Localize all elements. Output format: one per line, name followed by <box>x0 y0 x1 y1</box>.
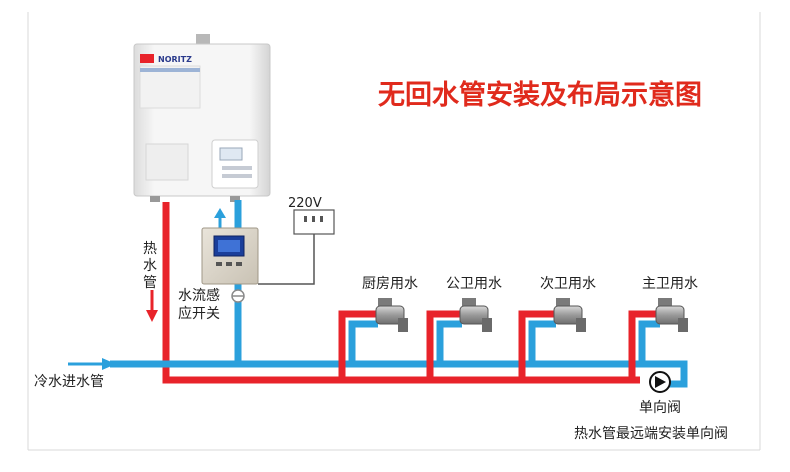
check-valve-arrow <box>655 376 666 388</box>
power-label: 220V <box>288 196 322 211</box>
tap-label-public-bath: 公卫用水 <box>446 276 502 292</box>
tap-second-bath: 次卫用水 <box>540 276 596 332</box>
hot-branch-kitchen <box>338 310 378 380</box>
cold-branch-second-bath <box>528 320 556 364</box>
heater-fitting-right <box>230 196 240 202</box>
tap-label-kitchen: 厨房用水 <box>362 276 418 292</box>
hot-branch-second-bath <box>518 310 556 380</box>
tap-spout <box>398 318 408 332</box>
hot-pipe-label-char-2: 水 <box>143 258 157 274</box>
outlet-pin-2 <box>312 216 315 222</box>
cold-branch-kitchen <box>348 320 378 364</box>
check-valve <box>649 371 671 393</box>
tap-kitchen: 厨房用水 <box>362 276 418 332</box>
check-valve-label: 单向阀 <box>639 400 681 416</box>
outlet-pin-3 <box>320 216 323 222</box>
hot-pipe-label-char-3: 管 <box>143 275 157 291</box>
tap-public-bath: 公卫用水 <box>446 276 502 332</box>
heater-control-panel <box>211 139 259 189</box>
tap-label-master-bath: 主卫用水 <box>642 276 698 292</box>
flow-arrows <box>68 208 226 370</box>
heater-buttons-row-2 <box>222 174 252 178</box>
diagram-title: 无回水管安装及布局示意图 <box>378 79 702 111</box>
tap-spout <box>576 318 586 332</box>
taps: 厨房用水 公卫用水 次卫用水 主卫用水 <box>362 276 698 332</box>
tap-spout <box>482 318 492 332</box>
tap-body <box>655 305 685 325</box>
heater-flue <box>196 34 210 46</box>
tap-master-bath: 主卫用水 <box>642 276 698 332</box>
hot-branch-master-bath <box>628 310 660 380</box>
heater-logo-mark <box>140 54 154 63</box>
heater-fitting-left <box>150 196 160 202</box>
cold-up-arrow-head <box>214 208 226 218</box>
cold-branch-master-bath <box>638 320 660 364</box>
tap-body <box>459 305 489 325</box>
heater-brand: NORITZ <box>158 55 192 64</box>
hot-main-pipe <box>162 202 640 384</box>
tap-body <box>375 305 405 325</box>
tap-body <box>553 305 583 325</box>
flow-switch-label-line-1: 水流感 <box>178 287 220 304</box>
tap-handle <box>462 298 476 306</box>
water-heater: NORITZ <box>133 34 271 202</box>
hot-branch-public-bath <box>426 310 462 380</box>
cold-inlet-arrow-head <box>102 358 116 370</box>
heater-spec-label <box>139 65 201 109</box>
tap-handle <box>658 298 672 306</box>
tap-handle <box>556 298 570 306</box>
check-valve-note: 热水管最远端安装单向阀 <box>574 426 728 442</box>
heater-buttons-row <box>222 166 252 170</box>
flow-switch-controller <box>201 209 335 303</box>
cold-branch-public-bath <box>436 320 462 364</box>
power-cable <box>258 234 315 285</box>
controller-screen-inner <box>218 240 240 252</box>
hot-flow-arrow-head <box>146 310 158 322</box>
controller-key-2 <box>226 262 232 266</box>
tap-spout <box>678 318 688 332</box>
heater-spec-stripe <box>140 68 200 72</box>
heater-sticker <box>145 143 189 181</box>
hot-pipe-label-char-1: 热 <box>143 241 157 257</box>
cold-inlet-label: 冷水进水管 <box>34 374 104 390</box>
tap-label-second-bath: 次卫用水 <box>540 276 596 292</box>
tap-handle <box>378 298 392 306</box>
cold-main-pipe <box>110 360 688 388</box>
flow-switch-label-line-2: 应开关 <box>178 305 220 322</box>
outlet-pin-1 <box>304 216 307 222</box>
controller-key-1 <box>216 262 222 266</box>
controller-key-3 <box>236 262 242 266</box>
heater-display <box>219 147 243 161</box>
